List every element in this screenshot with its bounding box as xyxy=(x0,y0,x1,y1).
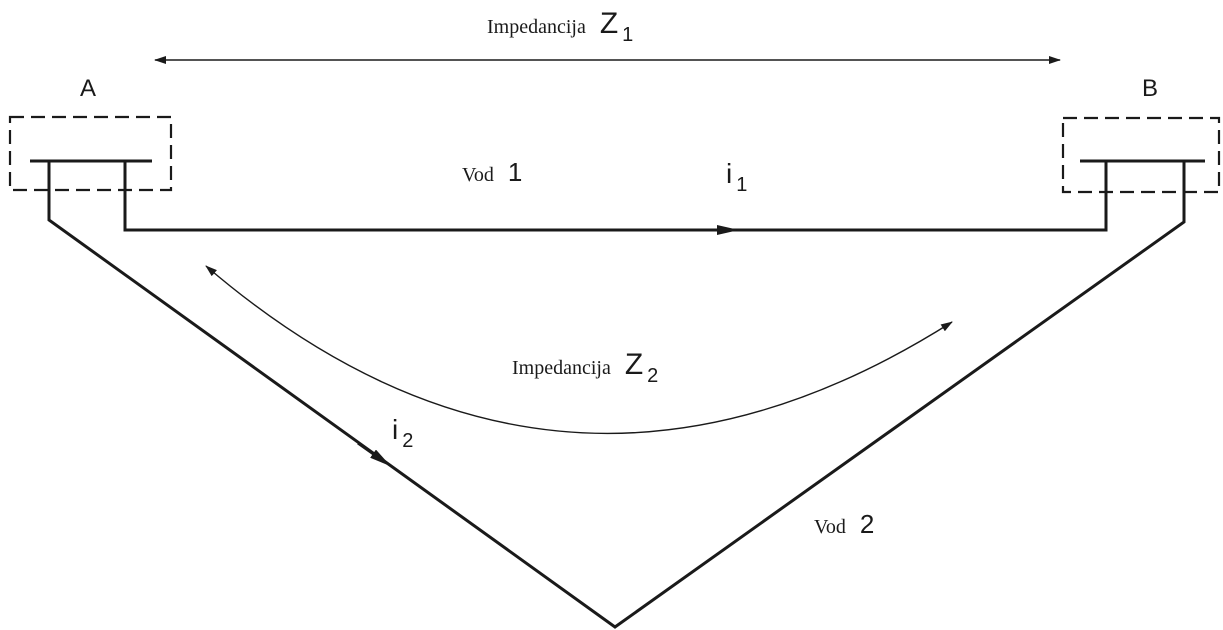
line-1-conductor xyxy=(123,161,1108,232)
impedance-2-word: Impedancija xyxy=(512,357,611,379)
line-2-number: 2 xyxy=(860,509,874,539)
current-1-label: i 1 xyxy=(726,158,747,196)
node-b-label: B xyxy=(1142,75,1158,102)
impedance-1-word: Impedancija xyxy=(487,16,586,38)
impedance-2-subscript: 2 xyxy=(647,365,658,387)
impedance-2-symbol: Z xyxy=(625,348,643,381)
impedance-2-label: Impedancija Z 2 xyxy=(512,348,658,387)
line-2-word: Vod xyxy=(814,516,846,538)
current-2-arrow xyxy=(357,441,391,467)
current-1-symbol: i xyxy=(726,158,732,189)
impedance-2-arrow xyxy=(205,265,953,434)
impedance-1-label: Impedancija Z 1 xyxy=(487,7,633,46)
current-2-symbol: i xyxy=(392,414,398,445)
impedance-1-symbol: Z xyxy=(600,7,618,40)
line-1-word: Vod xyxy=(462,164,494,186)
node-b-box xyxy=(1061,116,1221,194)
line-1-number: 1 xyxy=(508,157,522,187)
line-2-conductor xyxy=(47,161,1186,629)
line-2-label: Vod 2 xyxy=(814,509,874,539)
node-a-label: A xyxy=(80,75,96,102)
line-1-label: Vod 1 xyxy=(462,157,522,187)
current-1-subscript: 1 xyxy=(736,174,747,196)
node-a-box xyxy=(8,115,173,192)
current-2-subscript: 2 xyxy=(402,430,413,452)
impedance-1-subscript: 1 xyxy=(622,24,633,46)
current-2-label: i 2 xyxy=(392,414,413,452)
